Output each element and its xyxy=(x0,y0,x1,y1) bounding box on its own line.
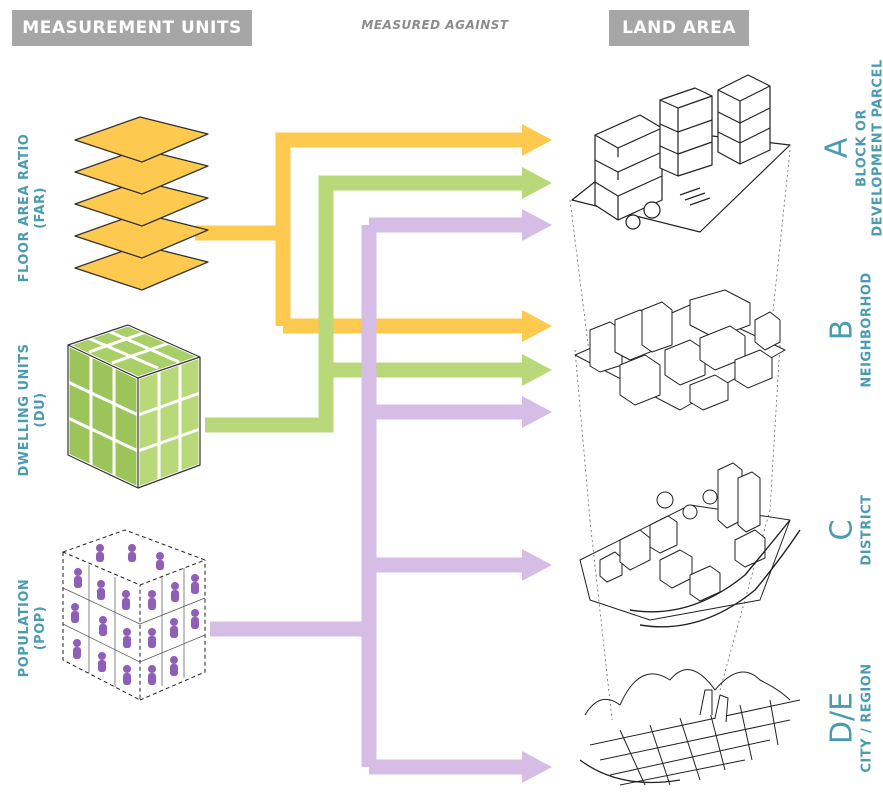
far-label: FLOOR AREA RATIO (FAR) xyxy=(17,134,49,283)
far-label-line2: (FAR) xyxy=(33,187,48,229)
du-arrows xyxy=(205,175,525,433)
du-label: DWELLING UNITS (DU) xyxy=(17,344,49,477)
far-floor-plates-illustration xyxy=(74,116,209,291)
header-measurement-units: MEASUREMENT UNITS xyxy=(12,10,252,46)
district-sketch xyxy=(579,462,801,628)
area-a-letter: A xyxy=(819,137,855,159)
area-a-name-line2: DEVELOPMENT PARCEL xyxy=(870,59,883,237)
city-region-sketch xyxy=(579,669,801,786)
header-measured-against: MEASURED AGAINST xyxy=(361,18,509,32)
pop-arrows xyxy=(210,217,525,775)
pop-label-line2: (POP) xyxy=(33,605,48,651)
pop-arrowheads xyxy=(522,209,552,783)
du-label-line2: (DU) xyxy=(33,392,48,428)
area-a-name-line1: BLOCK OR xyxy=(854,109,870,187)
area-de-name: CITY / REGION xyxy=(859,663,875,773)
neighborhood-sketch xyxy=(574,289,786,411)
du-label-line1: DWELLING UNITS xyxy=(17,343,32,477)
du-cube-illustration xyxy=(66,323,202,490)
area-de-letter: D/E xyxy=(824,691,860,745)
area-b-label: B NEIGHBORHOD xyxy=(825,272,876,387)
pop-label-line1: POPULATION xyxy=(17,578,32,678)
far-arrows xyxy=(195,132,525,334)
area-a-label: A BLOCK OR DEVELOPMENT PARCEL xyxy=(820,59,883,236)
projection-lines xyxy=(569,149,791,721)
area-de-label: D/E CITY / REGION xyxy=(825,663,876,772)
area-b-name: NEIGHBORHOD xyxy=(859,272,875,388)
area-c-letter: C xyxy=(824,519,860,541)
far-label-line1: FLOOR AREA RATIO xyxy=(17,133,32,283)
header-land-area: LAND AREA xyxy=(609,10,749,46)
area-b-letter: B xyxy=(824,319,860,341)
area-c-label: C DISTRICT xyxy=(825,494,876,565)
population-figures xyxy=(71,544,199,685)
du-arrowheads xyxy=(522,167,552,386)
far-arrowheads xyxy=(522,124,552,342)
pop-label: POPULATION (POP) xyxy=(17,579,49,678)
pop-cube-illustration xyxy=(61,529,207,701)
block-parcel-sketch xyxy=(571,74,791,233)
area-c-name: DISTRICT xyxy=(859,494,875,566)
